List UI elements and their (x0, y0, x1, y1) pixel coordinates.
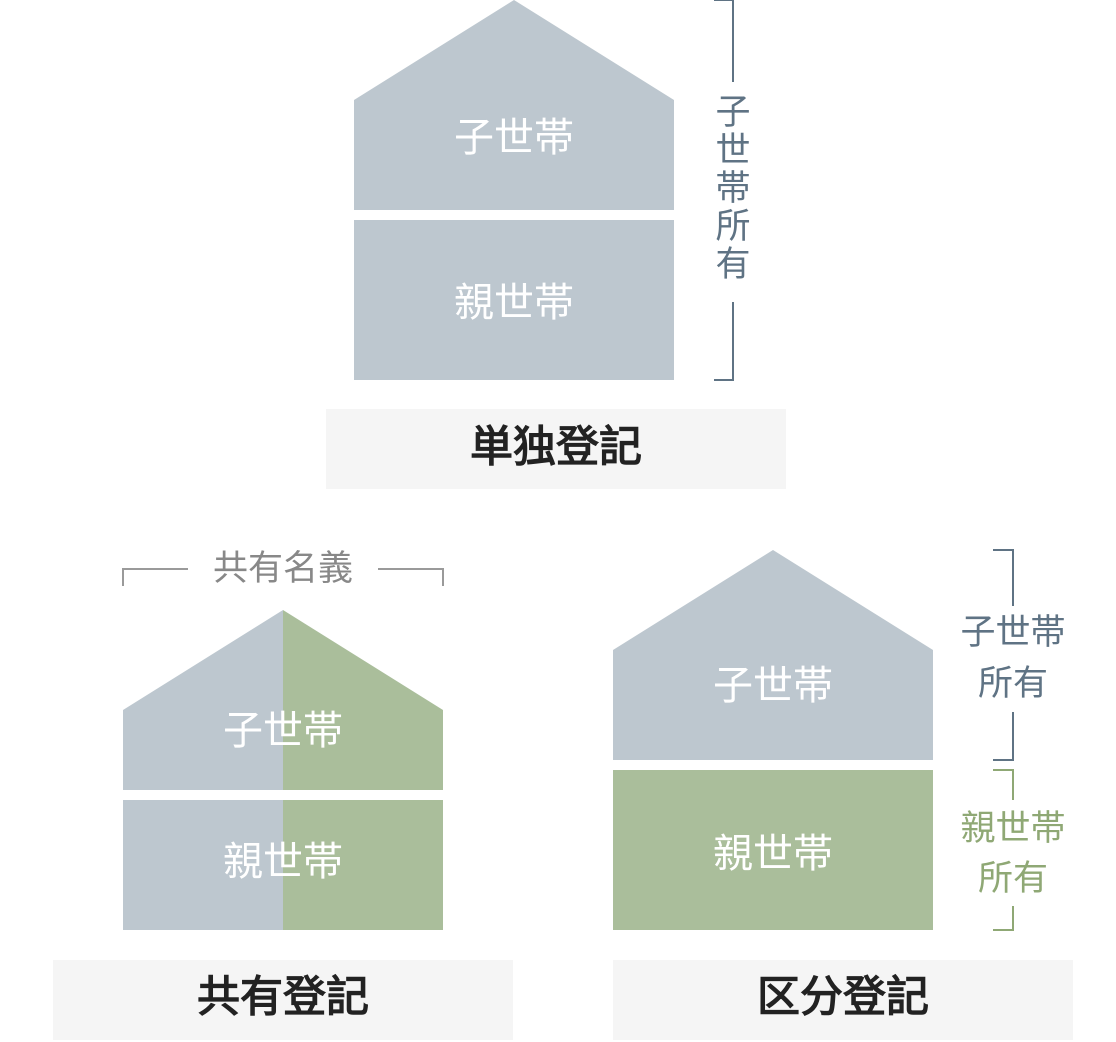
right-parent-ownership-line1: 親世帯 (960, 809, 1065, 849)
top-house-lower-floor (354, 220, 674, 380)
top-upper-room-label: 子世帯 (454, 115, 574, 161)
left-upper-room-label: 子世帯 (223, 708, 343, 754)
right-parent-ownership-line2: 所有 (978, 859, 1048, 899)
right-house-upper-floor (613, 550, 933, 760)
left-house-lower-child-half (123, 800, 283, 930)
top-caption-box (326, 409, 786, 489)
top-ownership-char: 子 (715, 93, 750, 133)
divided-registration-group: 子世帯 親世帯 子世帯 所有 親世帯 所有 区分登記 (613, 549, 1073, 1040)
right-caption: 区分登記 (757, 973, 929, 1023)
right-child-ownership-line2: 所有 (978, 664, 1048, 704)
right-child-bracket-lower (993, 712, 1014, 761)
left-lower-room-label: 親世帯 (223, 839, 343, 885)
co-ownership-label: 共有名義 (213, 549, 353, 589)
co-ownership-group: 共有名義 子世帯 親世帯 共有登記 (53, 549, 513, 1040)
top-ownership-char: 帯 (715, 169, 750, 209)
right-child-ownership-line1: 子世帯 (960, 613, 1065, 653)
right-upper-room-label: 子世帯 (713, 663, 833, 709)
right-parent-bracket-upper (993, 769, 1014, 800)
top-ownership-char: 所 (715, 207, 750, 247)
right-caption-box (613, 960, 1073, 1040)
top-ownership-bracket-lower (714, 302, 734, 381)
right-child-bracket-upper (993, 549, 1014, 606)
top-ownership-bracket-upper (714, 0, 734, 82)
co-ownership-bracket-right (378, 568, 444, 586)
top-lower-room-label: 親世帯 (454, 280, 574, 326)
left-house-lower-parent-half (283, 800, 443, 930)
left-house-upper-parent-half (283, 610, 443, 790)
top-house-upper-floor (354, 0, 674, 210)
right-parent-bracket-lower (993, 906, 1014, 931)
top-ownership-label: 子世帯所有 (715, 93, 750, 285)
top-caption: 単独登記 (470, 423, 642, 473)
left-caption-box (53, 960, 513, 1040)
right-lower-room-label: 親世帯 (713, 831, 833, 877)
right-house-lower-floor (613, 770, 933, 930)
left-house-upper-child-half (123, 610, 283, 790)
top-ownership-char: 有 (715, 245, 750, 285)
top-ownership-char: 世 (715, 131, 750, 171)
left-caption: 共有登記 (197, 973, 369, 1023)
sole-registration-group: 子世帯 親世帯 子世帯所有 単独登記 (326, 0, 786, 489)
co-ownership-bracket-left (122, 568, 188, 586)
